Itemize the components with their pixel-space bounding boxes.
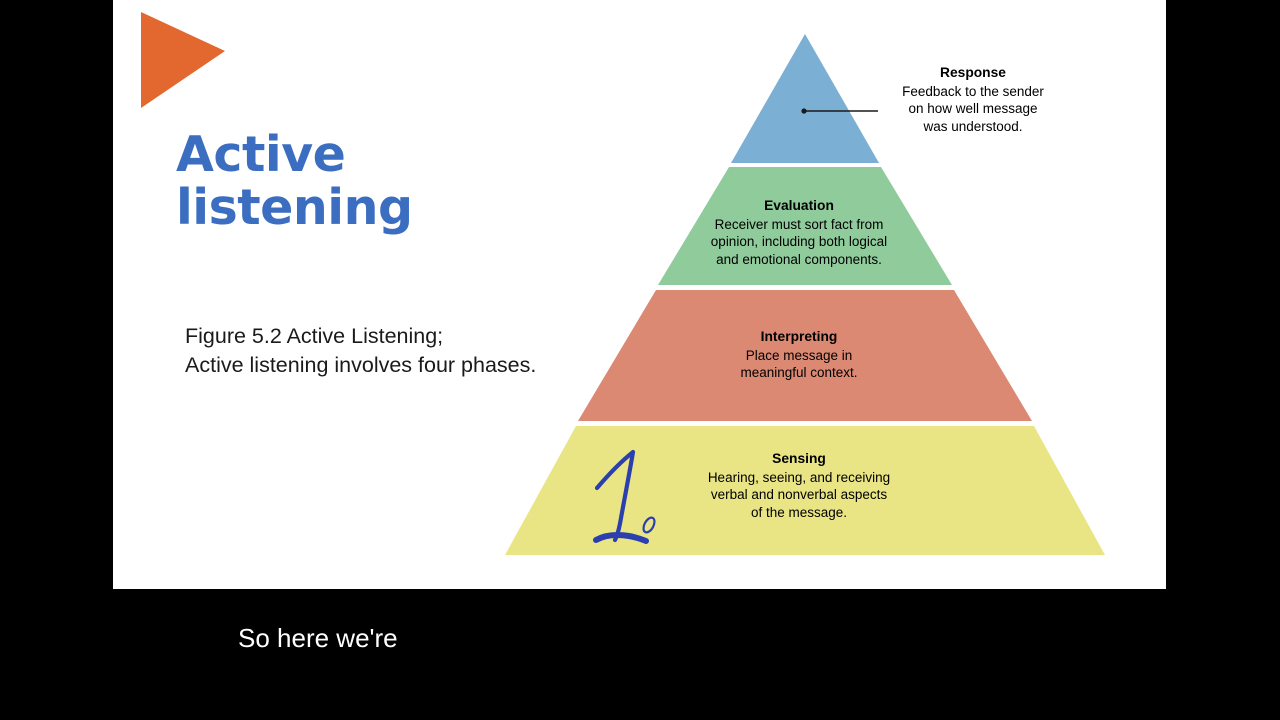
play-triangle-icon [141,12,225,108]
response-leader-line [801,108,878,114]
pyramid-label-response-line-3: was understood. [923,118,1023,134]
caption-bar: So here we're [0,589,1280,720]
figure-caption-line-2: Active listening involves four phases. [185,353,537,377]
pyramid-label-sensing-line-3: of the message. [750,504,848,520]
pyramid-band-interpreting [578,290,1032,421]
slide-canvas: Active listening Figure 5.2 Active Liste… [113,0,1166,589]
pyramid-label-response-title: Response [940,65,1006,80]
pyramid-label-interpreting-title: Interpreting [760,329,838,344]
figure-caption: Figure 5.2 Active Listening; Active list… [185,322,605,380]
pyramid-label-evaluation: Evaluation Receiver must sort fact from … [675,197,923,268]
pyramid-label-response-line-2: on how well message [908,101,1038,116]
pyramid-band-response [731,34,879,163]
pyramid-label-response: Response Feedback to the sender on how w… [878,64,1068,135]
pyramid-band-evaluation [658,167,952,285]
pyramid-label-sensing: Sensing Hearing, seeing, and receiving v… [673,450,925,521]
figure-caption-line-1: Figure 5.2 Active Listening; [185,324,444,348]
pyramid-label-sensing-line-2: verbal and nonverbal aspects [710,487,888,502]
active-listening-pyramid: Response Feedback to the sender on how w… [493,20,1133,580]
caption-text: So here we're [238,623,398,653]
page-title-line-2: listening [176,179,413,236]
pyramid-label-interpreting: Interpreting Place message in meaningful… [699,328,899,382]
pyramid-label-sensing-title: Sensing [772,451,826,466]
handwritten-digit-one-annotation [593,449,656,544]
pyramid-label-interpreting-line-1: Place message in [745,347,853,363]
page-title: Active listening [176,128,506,234]
pyramid-label-evaluation-line-3: and emotional components. [716,251,882,267]
pyramid-label-response-line-1: Feedback to the sender [902,83,1044,99]
pyramid-label-evaluation-title: Evaluation [764,198,834,213]
pyramid-label-interpreting-line-2: meaningful context. [740,365,858,380]
pyramid-label-sensing-line-1: Hearing, seeing, and receiving [707,469,891,485]
page-title-line-1: Active [176,126,346,183]
pyramid-label-evaluation-line-1: Receiver must sort fact from [714,216,884,232]
pyramid-label-evaluation-line-2: opinion, including both logical [710,234,888,249]
